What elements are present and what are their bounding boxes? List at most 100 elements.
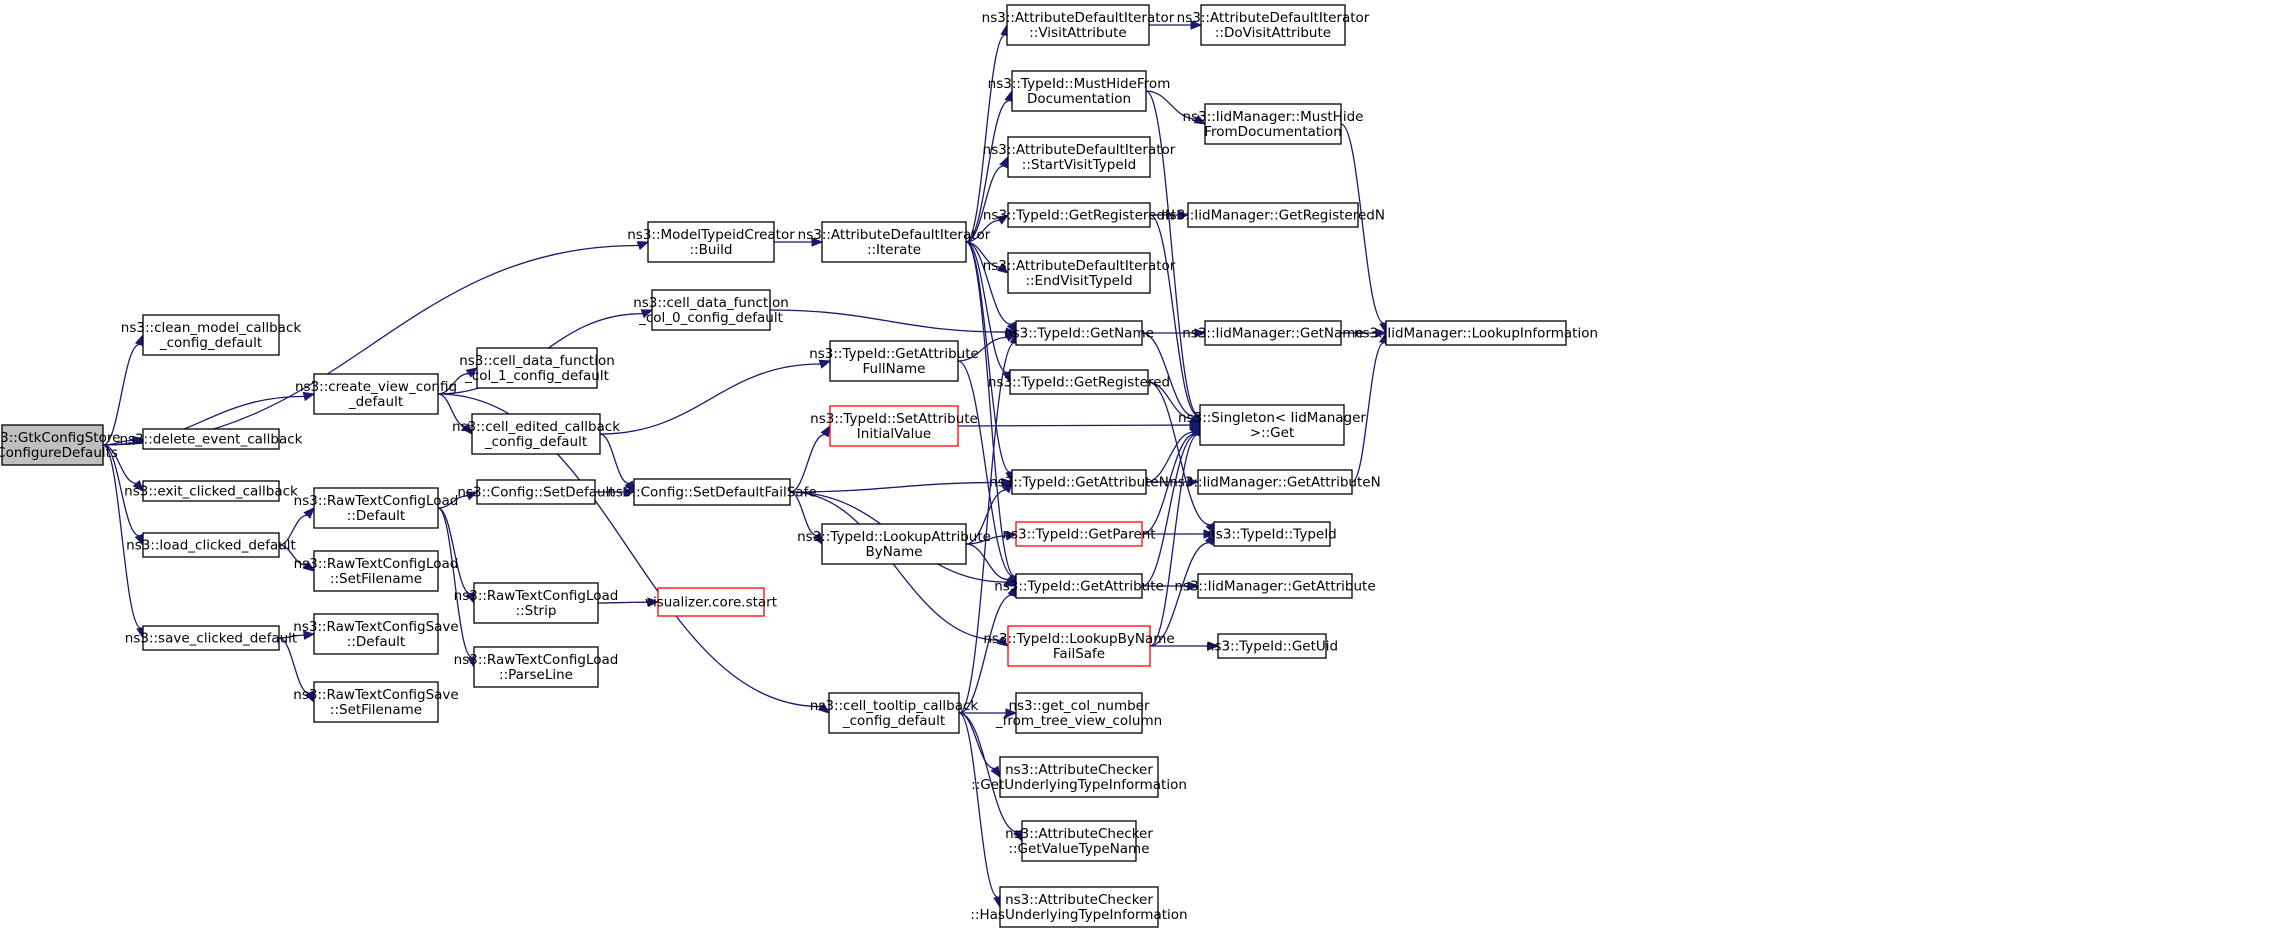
node-label: _col_1_config_default	[464, 368, 609, 384]
node-ctip[interactable]: ns3::cell_tooltip_callback_config_defaul…	[810, 692, 979, 734]
arrowhead-icon	[636, 241, 650, 251]
node-rtcs_def[interactable]: ns3::RawTextConfigSave::Default	[293, 613, 459, 655]
node-box	[471, 413, 601, 455]
node-cview[interactable]: ns3::create_view_config_default	[295, 373, 457, 415]
node-label: ns3::RawTextConfigLoad	[294, 556, 459, 572]
node-box	[651, 289, 771, 331]
node-cfg_sdfs[interactable]: ns3::Config::SetDefaultFailSafe	[607, 478, 817, 506]
node-tid_grn[interactable]: ns3::TypeId::GetRegisteredN	[983, 202, 1175, 228]
node-iid_grn[interactable]: ns3::IidManager::GetRegisteredN	[1161, 202, 1385, 228]
edge-line	[965, 99, 1010, 243]
node-root[interactable]: ns3::GtkConfigStore::ConfigureDefaults	[0, 424, 120, 466]
node-label: ns3::RawTextConfigSave	[293, 687, 458, 703]
node-save[interactable]: ns3::save_clicked_default	[125, 625, 297, 651]
node-label: _default	[348, 394, 403, 410]
arrowhead-icon	[302, 391, 316, 402]
node-adi_evt[interactable]: ns3::AttributeDefaultIterator::EndVisitT…	[983, 252, 1176, 294]
node-tid_greg[interactable]: ns3::TypeId::GetRegistered	[988, 369, 1170, 395]
node-label: ns3::AttributeDefaultIterator	[983, 142, 1176, 158]
edge-save-to-rtcs_def	[278, 630, 316, 640]
edge-line	[965, 165, 1004, 243]
node-tid_gan[interactable]: ns3::TypeId::GetAttributeN	[989, 469, 1169, 495]
node-cfg_setdef[interactable]: ns3::Config::SetDefault	[457, 479, 615, 505]
node-cedit[interactable]: ns3::cell_edited_callback_config_default	[452, 413, 620, 455]
node-adi_dva[interactable]: ns3::AttributeDefaultIterator::DoVisitAt…	[1177, 4, 1370, 46]
node-box	[1199, 404, 1345, 446]
node-adi_svt[interactable]: ns3::AttributeDefaultIterator::StartVisi…	[983, 136, 1176, 178]
node-gcn[interactable]: ns3::get_col_number_from_tree_view_colum…	[995, 692, 1162, 734]
node-delete[interactable]: ns3::delete_event_callback	[119, 428, 303, 450]
node-iid_gname[interactable]: ns3::IidManager::GetName	[1182, 320, 1364, 346]
node-tid_gname[interactable]: ns3::TypeId::GetName	[1004, 320, 1154, 346]
node-clean[interactable]: ns3::clean_model_callback_config_default	[121, 314, 302, 356]
node-label: ns3::delete_event_callback	[119, 432, 302, 448]
node-exit[interactable]: ns3::exit_clicked_callback	[124, 480, 298, 502]
node-rtcl_strip[interactable]: ns3::RawTextConfigLoad::Strip	[454, 582, 619, 624]
node-box	[476, 347, 598, 389]
node-rtcs_setf[interactable]: ns3::RawTextConfigSave::SetFilename	[293, 681, 459, 723]
edge-cfg_setdef-to-cfg_sdfs	[594, 487, 636, 497]
node-tid_ctor[interactable]: ns3::TypeId::TypeId	[1207, 521, 1337, 547]
arrowhead-icon	[1187, 581, 1200, 591]
node-cdf0[interactable]: ns3::cell_data_function_col_0_config_def…	[633, 289, 789, 331]
node-ac_huti[interactable]: ns3::AttributeChecker::HasUnderlyingType…	[970, 886, 1188, 928]
edge-line	[278, 544, 307, 566]
arrowhead-icon	[465, 367, 479, 378]
edge-tid_lbnfs-to-singleton	[1149, 423, 1203, 647]
node-label: ns3::AttributeDefaultIterator	[982, 10, 1175, 26]
node-label: Documentation	[1027, 91, 1131, 107]
edge-tid_mhfd-to-iid_mhfd	[1145, 90, 1207, 125]
node-box	[657, 587, 765, 617]
node-label: FullName	[863, 361, 926, 377]
node-load[interactable]: ns3::load_clicked_default	[126, 532, 296, 558]
node-mtc_build[interactable]: ns3::ModelTypeidCreator::Build	[627, 221, 795, 263]
edge-line	[599, 363, 821, 435]
edge-line	[965, 543, 1009, 581]
node-viz[interactable]: visualizer.core.start	[645, 587, 777, 617]
edge-tid_lab-to-tid_gan	[965, 480, 1013, 545]
node-iid_gattr[interactable]: ns3::IidManager::GetAttribute	[1174, 573, 1376, 599]
node-label: ns3::clean_model_callback	[121, 320, 302, 336]
node-label: FailSafe	[1053, 646, 1105, 662]
edge-tid_gparent-to-tid_ctor	[1141, 529, 1216, 539]
edge-line	[437, 393, 466, 428]
node-adi_visit[interactable]: ns3::AttributeDefaultIterator::VisitAttr…	[982, 4, 1175, 46]
node-label: ::VisitAttribute	[1029, 25, 1126, 41]
node-tid_gattr[interactable]: ns3::TypeId::GetAttribute	[994, 573, 1164, 599]
edge-line	[965, 489, 1007, 545]
node-iid_gan[interactable]: ns3::IidManager::GetAttributeN	[1169, 469, 1381, 495]
node-tid_guid[interactable]: ns3::TypeId::GetUid	[1206, 633, 1338, 659]
node-ac_guti[interactable]: ns3::AttributeChecker::GetUnderlyingType…	[971, 756, 1187, 798]
arrowhead-icon	[303, 507, 315, 519]
edge-line	[965, 241, 1012, 325]
node-box	[473, 582, 599, 624]
node-singleton[interactable]: ns3::Singleton< IidManager >::Get	[1178, 404, 1366, 446]
nodes-layer: ns3::GtkConfigStore::ConfigureDefaultsns…	[0, 4, 1598, 928]
node-tid_gparent[interactable]: ns3::TypeId::GetParent	[1002, 521, 1156, 547]
edge-line	[278, 514, 308, 546]
node-cdf1[interactable]: ns3::cell_data_function_col_1_config_def…	[459, 347, 615, 389]
node-label: ::SetFilename	[330, 702, 422, 718]
node-label: ns3::IidManager::LookupInformation	[1354, 326, 1598, 342]
arrowhead-icon	[1188, 414, 1202, 426]
node-iid_lookup[interactable]: ns3::IidManager::LookupInformation	[1354, 320, 1598, 346]
node-iid_mhfd[interactable]: ns3::IidManager::MustHideFromDocumentati…	[1183, 103, 1364, 145]
edge-line	[437, 507, 471, 595]
node-rtcl_parse[interactable]: ns3::RawTextConfigLoad::ParseLine	[454, 646, 619, 688]
edge-tid_grn-to-iid_grn	[1150, 210, 1190, 220]
node-ac_gvtn[interactable]: ns3::AttributeChecker::GetValueTypeName	[1005, 820, 1153, 862]
arrowhead-icon	[1001, 477, 1014, 488]
node-box	[829, 340, 959, 382]
node-adi_iter[interactable]: ns3::AttributeDefaultIterator::Iterate	[798, 221, 991, 263]
node-rtcl_def[interactable]: ns3::RawTextConfigLoad::Default	[294, 487, 459, 529]
node-box	[1021, 820, 1137, 862]
edge-tid_gan-to-iid_gan	[1146, 477, 1200, 487]
edge-line	[769, 309, 1007, 333]
node-rtcl_setf[interactable]: ns3::RawTextConfigLoad::SetFilename	[294, 550, 459, 592]
node-label: InitialValue	[857, 426, 931, 442]
